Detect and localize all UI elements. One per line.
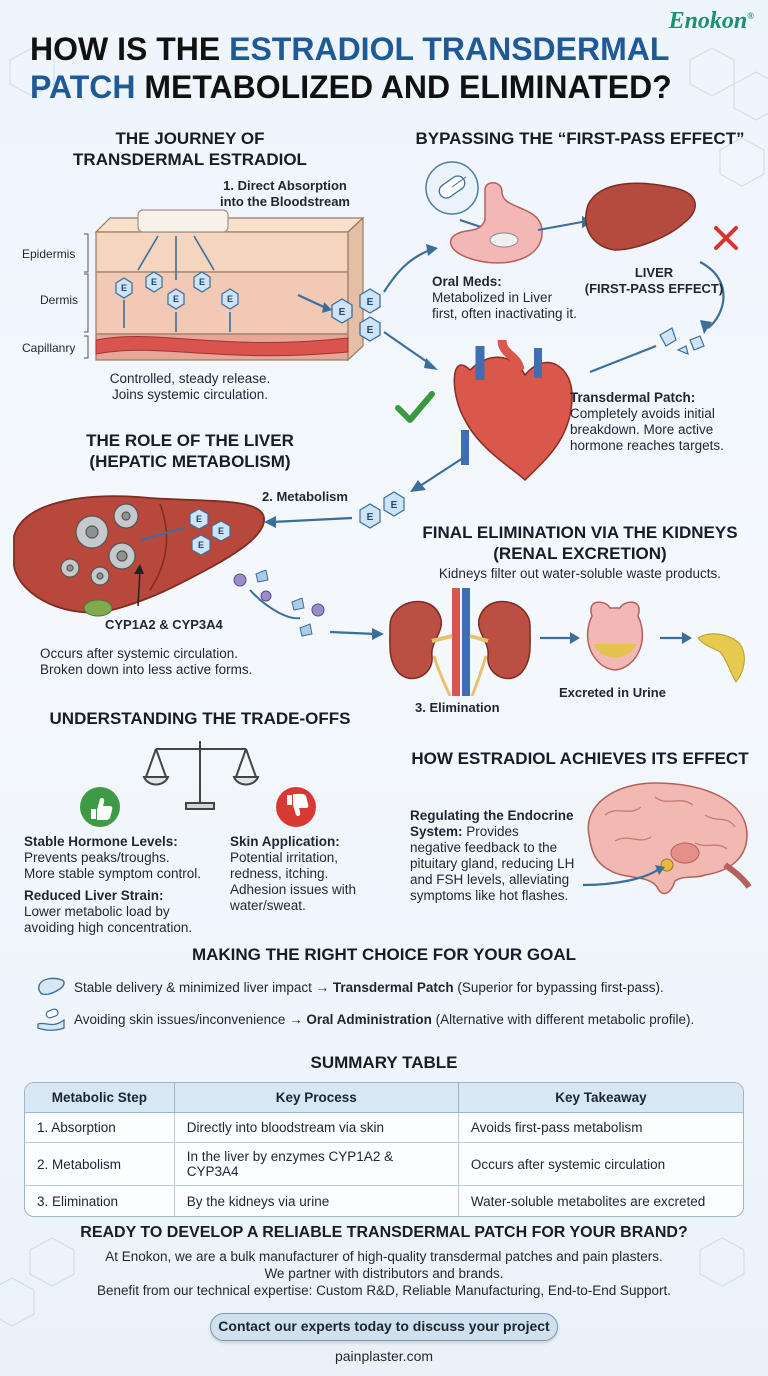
liver-role-heading: THE ROLE OF THE LIVER(HEPATIC METABOLISM… — [86, 431, 294, 471]
thumbs-up-icon — [80, 787, 120, 827]
choice-row-patch: Stable delivery & minimized liver impact… — [36, 974, 756, 1000]
scale-icon — [142, 741, 260, 810]
cta-heading: READY TO DEVELOP A RELIABLE TRANSDERMAL … — [80, 1224, 688, 1241]
hormone-e-5 — [221, 288, 239, 310]
liver-small-icon — [37, 977, 65, 996]
kidney-icon — [389, 588, 531, 696]
layer-dermis: Dermis — [40, 293, 78, 307]
cta-body: At Enokon, we are a bulk manufacturer of… — [96, 1249, 672, 1298]
first-pass-heading: BYPASSING THE “FIRST-PASS EFFECT” — [415, 129, 745, 148]
table-cell: 3. Elimination — [25, 1186, 175, 1216]
step2-label: 2. Metabolism — [262, 489, 348, 504]
table-row: 3. Elimination By the kidneys via urine … — [25, 1186, 743, 1216]
choice-row-oral: Avoiding skin issues/inconvenience → Ora… — [36, 1006, 756, 1032]
hand-pill-icon — [37, 1008, 65, 1031]
table-cell: Occurs after systemic circulation — [458, 1143, 743, 1186]
table-cell: 1. Absorption — [25, 1113, 175, 1143]
kidneys-heading: FINAL ELIMINATION VIA THE KIDNEYS(RENAL … — [422, 523, 738, 563]
hormone-e-4 — [193, 271, 211, 293]
hormone-e-2 — [145, 271, 163, 293]
svg-text:E: E — [367, 325, 374, 336]
svg-text:E: E — [198, 540, 204, 550]
liver-icon — [585, 182, 696, 251]
summary-table: Metabolic Step Key Process Key Takeaway … — [24, 1082, 744, 1217]
liver-metabolism-diagram: E E E E E — [13, 491, 405, 640]
table-row: 1. Absorption Directly into bloodstream … — [25, 1113, 743, 1143]
site-url-link[interactable]: painplaster.com — [334, 1348, 434, 1364]
choice-heading: MAKING THE RIGHT CHOICE FOR YOUR GOAL — [191, 945, 577, 964]
svg-text:E: E — [173, 294, 179, 304]
liver-role-caption: Occurs after systemic circulation.Broken… — [40, 646, 253, 677]
brain-icon — [587, 782, 748, 895]
layer-epidermis: Epidermis — [22, 247, 76, 261]
svg-text:E: E — [218, 526, 224, 536]
green-check-icon — [395, 391, 435, 423]
transdermal-patch-note: Transdermal Patch: Completely avoids ini… — [570, 390, 724, 453]
svg-text:E: E — [339, 307, 346, 318]
skin-diagram: E E E E E — [84, 209, 365, 362]
svg-text:E: E — [196, 514, 202, 524]
table-row: 2. Metabolism In the liver by enzymes CY… — [25, 1143, 743, 1186]
journey-caption: Controlled, steady release.Joins systemi… — [109, 371, 271, 402]
tradeoffs-heading: UNDERSTANDING THE TRADE-OFFS — [49, 709, 351, 728]
table-cell: 2. Metabolism — [25, 1143, 175, 1186]
svg-text:E: E — [367, 512, 374, 523]
bladder-icon — [586, 601, 644, 671]
step3-label: 3. Elimination — [415, 700, 500, 715]
table-header-row: Metabolic Step Key Process Key Takeaway — [25, 1083, 743, 1113]
hormone-e-3 — [167, 288, 185, 310]
table-cell: In the liver by enzymes CYP1A2 & CYP3A4 — [174, 1143, 459, 1186]
tradeoffs-icons — [80, 741, 316, 827]
brand-logo: Enokon® — [668, 8, 754, 34]
kidneys-subtitle: Kidneys filter out water-soluble waste p… — [438, 566, 722, 581]
pro-stable-hormone: Stable Hormone Levels: Prevents peaks/tr… — [24, 834, 202, 881]
red-x-icon — [714, 226, 738, 250]
effect-heading: HOW ESTRADIOL ACHIEVES ITS EFFECT — [411, 749, 749, 768]
svg-text:E: E — [121, 283, 127, 293]
svg-text:E: E — [199, 277, 205, 287]
excreted-label: Excreted in Urine — [559, 685, 666, 700]
oral-meds-note: Oral Meds: Metabolized in Liver first, o… — [432, 274, 577, 321]
first-pass-diagram: E E E — [297, 161, 738, 492]
col-metabolic-step: Metabolic Step — [25, 1083, 175, 1113]
thumbs-down-icon — [276, 787, 316, 827]
col-key-process: Key Process — [174, 1083, 459, 1113]
col-key-takeaway: Key Takeaway — [458, 1083, 743, 1113]
heart-icon — [453, 339, 573, 482]
layer-capillary: Capillanry — [22, 341, 76, 355]
svg-text:E: E — [391, 500, 398, 511]
svg-text:E: E — [227, 294, 233, 304]
brain-diagram — [582, 782, 752, 895]
svg-text:E: E — [151, 277, 157, 287]
page-title: HOW IS THE ESTRADIOL TRANSDERMAL PATCH M… — [30, 31, 672, 105]
kidney-diagram — [389, 588, 745, 696]
contact-experts-button[interactable]: Contact our experts today to discuss you… — [210, 1313, 558, 1341]
stomach-icon — [449, 182, 543, 264]
table-cell: Avoids first-pass metabolism — [458, 1113, 743, 1143]
summary-heading: SUMMARY TABLE — [310, 1053, 458, 1072]
pro-reduced-liver: Reduced Liver Strain: Lower metabolic lo… — [24, 888, 193, 935]
endocrine-note: Regulating the Endocrine System: Provide… — [410, 808, 575, 903]
enzymes-label: CYP1A2 & CYP3A4 — [105, 617, 223, 632]
table-cell: By the kidneys via urine — [175, 1186, 459, 1216]
liver-first-pass-label: LIVER(FIRST-PASS EFFECT) — [584, 265, 724, 296]
table-cell: Directly into bloodstream via skin — [174, 1113, 459, 1143]
con-skin-application: Skin Application: Potential irritation, … — [230, 834, 357, 913]
hormone-e-1 — [115, 277, 133, 299]
summary-table-wrap: Metabolic Step Key Process Key Takeaway … — [24, 1082, 744, 1217]
svg-text:E: E — [367, 297, 374, 308]
table-cell: Water-soluble metabolites are excreted — [470, 1193, 706, 1209]
